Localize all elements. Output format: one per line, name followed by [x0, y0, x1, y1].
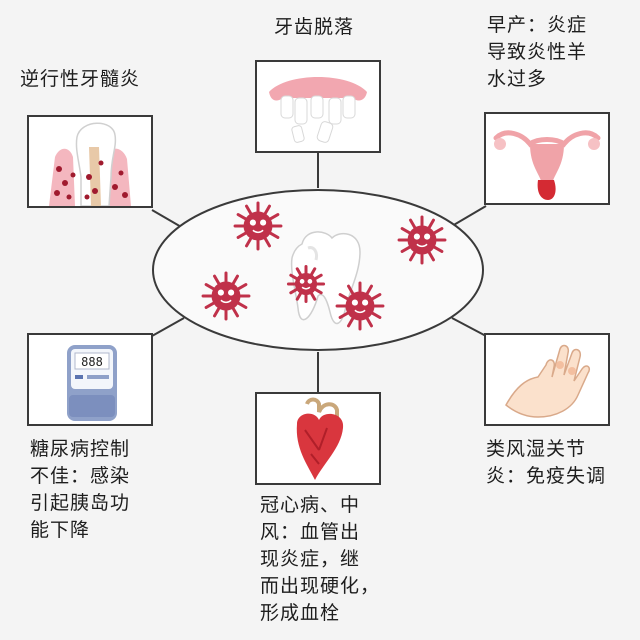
- label-preterm: 早产：炎症 导致炎性羊 水过多: [487, 12, 587, 93]
- label-arthritis: 类风湿关节 炎：免疫失调: [486, 436, 606, 490]
- tooth-loss-image-box: [255, 60, 381, 153]
- label-line: 水过多: [487, 68, 548, 90]
- infected-tooth-icon: [49, 122, 131, 206]
- connector-line: [451, 317, 487, 337]
- bacteria-icon: [397, 215, 447, 265]
- label-line: 牙齿脱落: [274, 16, 355, 38]
- label-tooth-loss: 牙齿脱落: [274, 14, 354, 41]
- label-line: 类风湿关节: [486, 438, 587, 460]
- label-periapical: 逆行性牙髓炎: [20, 66, 140, 93]
- label-diabetes: 糖尿病控制 不佳：感染 引起胰岛功 能下降: [30, 436, 130, 544]
- connector-line: [151, 209, 184, 229]
- label-line: 引起胰岛功: [30, 492, 131, 514]
- label-line: 风：血管出: [260, 521, 361, 543]
- bacteria-icon: [233, 201, 283, 251]
- preterm-image-box: [484, 112, 610, 205]
- glucose-meter-icon: 888: [67, 345, 117, 421]
- connector-line: [151, 317, 185, 337]
- label-line: 早产：炎症: [487, 14, 588, 36]
- arthritic-hand-icon: [505, 344, 591, 418]
- label-line: 糖尿病控制: [30, 438, 131, 460]
- heart-icon: [296, 397, 344, 480]
- bacteria-icon: [335, 281, 385, 331]
- periapical-image-box: [27, 115, 153, 208]
- meter-display: 888: [81, 355, 103, 369]
- bacteria-icon: [286, 264, 326, 304]
- label-line: 逆行性牙髓炎: [20, 68, 141, 90]
- label-line: 而出现硬化，: [260, 575, 381, 597]
- label-line: 炎：免疫失调: [486, 465, 607, 487]
- arthritis-image-box: [484, 333, 610, 426]
- label-heart: 冠心病、中 风：血管出 现炎症，继 而出现硬化， 形成血栓: [260, 492, 380, 627]
- uterus-icon: [493, 130, 601, 200]
- connector-line: [451, 205, 487, 227]
- label-line: 现炎症，继: [260, 548, 361, 570]
- heart-image-box: [255, 392, 381, 485]
- label-line: 导致炎性羊: [487, 41, 588, 63]
- label-line: 不佳：感染: [30, 465, 131, 487]
- bacteria-icon: [201, 271, 251, 321]
- loose-teeth-icon: [269, 77, 367, 143]
- label-line: 能下降: [30, 519, 91, 541]
- label-line: 形成血栓: [260, 602, 341, 624]
- tooth-icon: [290, 231, 361, 325]
- diabetes-image-box: 888: [27, 333, 153, 426]
- label-line: 冠心病、中: [260, 494, 361, 516]
